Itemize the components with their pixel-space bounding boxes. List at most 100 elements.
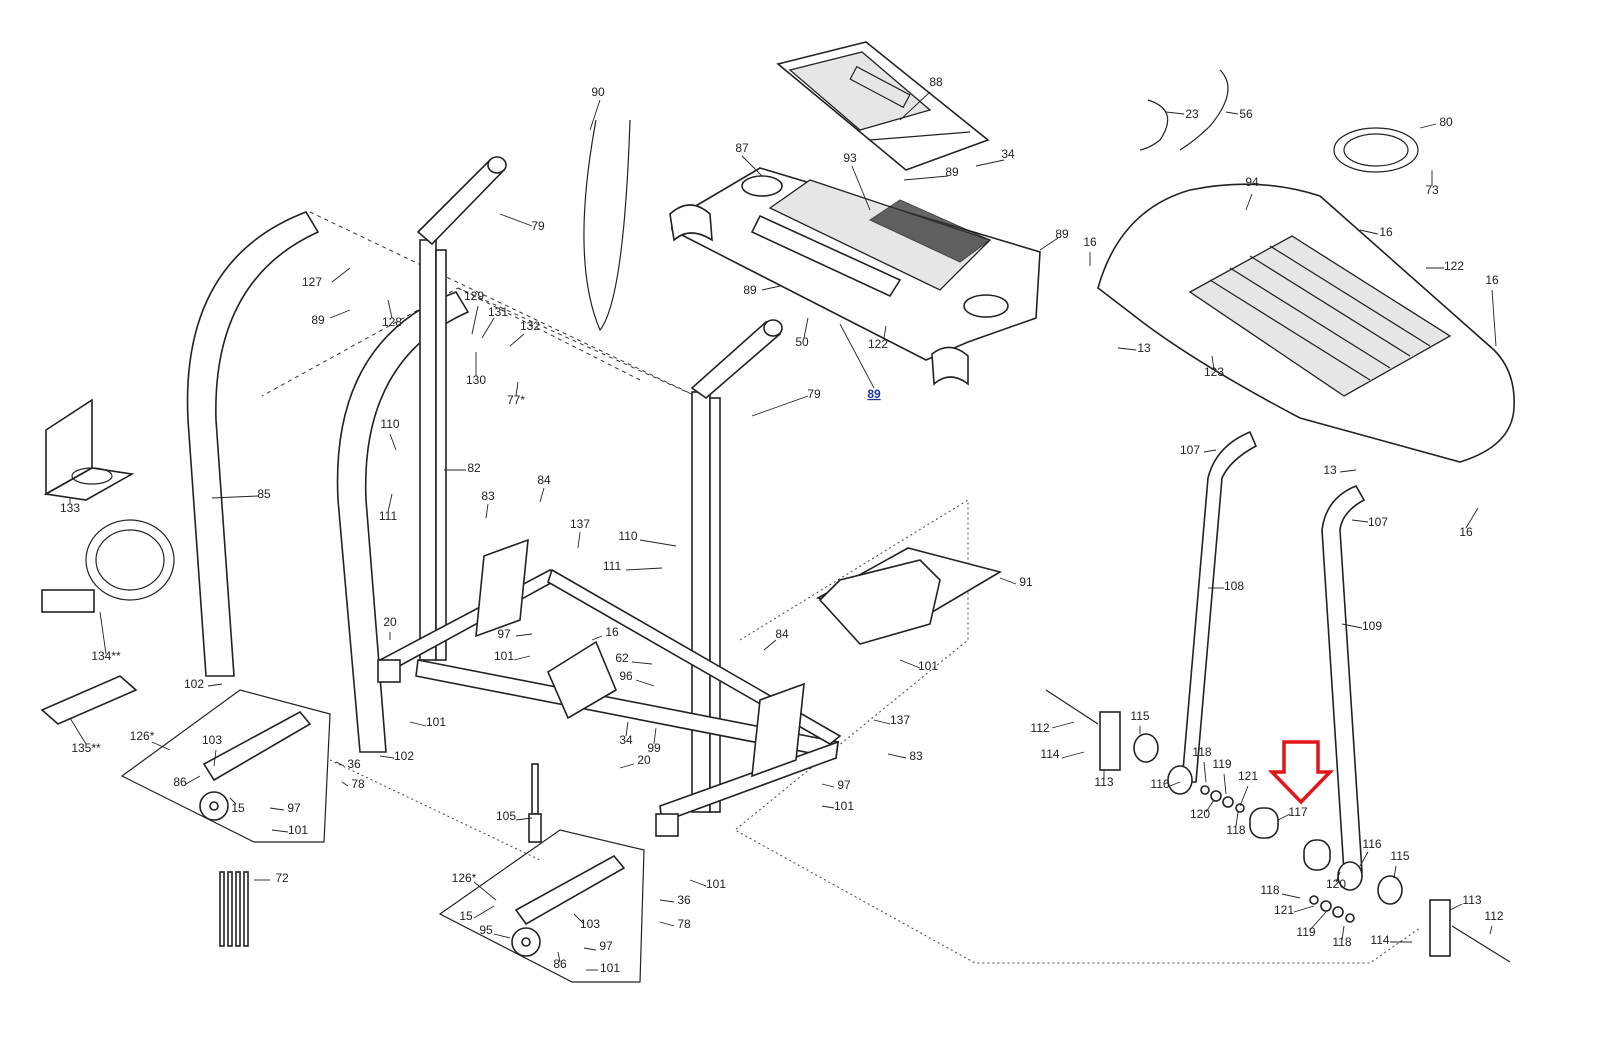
leader-line xyxy=(387,493,393,513)
leader-line xyxy=(1339,469,1357,473)
leader-line xyxy=(229,797,237,805)
part-callout-77star: 77* xyxy=(507,393,525,407)
part-callout-23: 23 xyxy=(1185,107,1199,121)
leader-line xyxy=(335,761,345,767)
leader-line xyxy=(1223,773,1227,795)
part-callout-97: 97 xyxy=(599,939,613,953)
part-callout-107: 107 xyxy=(1180,443,1200,457)
motor-hood xyxy=(1097,183,1515,463)
leader-line xyxy=(741,155,763,177)
part-callout-112: 112 xyxy=(1030,721,1049,735)
leader-line xyxy=(1293,905,1315,913)
leader-line xyxy=(1039,237,1059,251)
leader-line xyxy=(625,567,663,571)
leader-line xyxy=(499,213,533,227)
part-callout-72: 72 xyxy=(275,871,289,885)
leader-line xyxy=(185,775,201,785)
leader-line xyxy=(1203,449,1217,453)
part-callout-73: 73 xyxy=(1425,183,1439,197)
part-callout-97: 97 xyxy=(287,801,301,815)
console-base xyxy=(669,167,1041,386)
leader-line xyxy=(1419,123,1437,129)
part-callout-107: 107 xyxy=(1368,515,1388,529)
leader-line xyxy=(803,317,809,339)
leader-line xyxy=(583,947,597,951)
upright-posts xyxy=(416,156,783,813)
leader-line xyxy=(899,91,931,121)
part-callout-97: 97 xyxy=(837,778,851,792)
part-callout-78: 78 xyxy=(351,777,365,791)
leader-line xyxy=(821,783,835,788)
leader-line xyxy=(1341,925,1345,941)
part-callout-121: 121 xyxy=(1238,769,1258,783)
highlight-arrow xyxy=(1267,740,1335,805)
leader-line xyxy=(1117,347,1137,351)
leader-line xyxy=(873,719,891,725)
part-callout-115: 115 xyxy=(1390,849,1409,863)
part-callout-85: 85 xyxy=(257,487,271,501)
leader-line xyxy=(1335,871,1341,883)
part-callout-133: 133 xyxy=(60,501,80,515)
wheel-assembly-right xyxy=(438,829,645,983)
part-callout-114: 114 xyxy=(1370,933,1389,947)
leader-line xyxy=(473,881,497,901)
part-callout-132: 132 xyxy=(520,319,540,333)
part-callout-112: 112 xyxy=(1484,909,1503,923)
leader-line xyxy=(1465,507,1479,529)
part-callout-91: 91 xyxy=(1019,575,1033,589)
leader-line xyxy=(1239,785,1249,807)
part-callout-116: 116 xyxy=(1150,777,1169,791)
part-callout-50: 50 xyxy=(795,335,809,349)
part-number-labels: 9088348793898989897979127128891291311321… xyxy=(60,75,1504,975)
leader-line xyxy=(69,717,87,745)
part-callout-117: 117 xyxy=(1288,805,1307,819)
part-callout-137: 137 xyxy=(570,517,590,531)
part-callout-88: 88 xyxy=(929,75,943,89)
leader-line xyxy=(151,741,171,751)
part-callout-135starstar: 135** xyxy=(71,741,101,755)
part-callout-34: 34 xyxy=(1001,147,1015,161)
leader-line xyxy=(851,165,871,211)
leader-line xyxy=(631,661,653,665)
leader-line xyxy=(485,503,489,519)
roller-parts-right xyxy=(1303,839,1511,963)
part-callout-116: 116 xyxy=(1362,837,1381,851)
leader-line xyxy=(625,721,629,737)
part-callout-83: 83 xyxy=(481,489,495,503)
part-callout-105: 105 xyxy=(496,809,516,823)
part-callout-99: 99 xyxy=(647,741,661,755)
leader-line xyxy=(1225,111,1239,115)
part-callout-16: 16 xyxy=(1459,525,1473,539)
part-callout-20: 20 xyxy=(637,753,651,767)
leader-line xyxy=(639,539,677,547)
leader-line xyxy=(271,829,289,833)
part-callout-109: 109 xyxy=(1362,619,1382,633)
part-callout-122: 122 xyxy=(1444,259,1464,273)
part-callout-119: 119 xyxy=(1296,925,1315,939)
part-callout-95: 95 xyxy=(479,923,493,937)
part-callout-122: 122 xyxy=(868,337,888,351)
part-callout-83: 83 xyxy=(909,749,923,763)
part-callout-16: 16 xyxy=(1083,235,1097,249)
part-callout-113: 113 xyxy=(1094,775,1113,789)
part-callout-96: 96 xyxy=(619,669,633,683)
part-callout-103: 103 xyxy=(580,917,600,931)
leader-line xyxy=(839,323,875,389)
part-callout-16: 16 xyxy=(605,625,619,639)
leader-line xyxy=(409,721,427,727)
leader-line xyxy=(659,899,675,903)
leader-line xyxy=(211,495,259,499)
part-callout-101: 101 xyxy=(600,961,620,975)
leader-line xyxy=(635,679,655,687)
part-callout-114: 114 xyxy=(1040,747,1059,761)
part-callout-126star: 126* xyxy=(452,871,477,885)
leader-line xyxy=(473,905,495,919)
part-callout-118: 118 xyxy=(1260,883,1279,897)
part-callout-13: 13 xyxy=(1137,341,1151,355)
base-frame xyxy=(377,538,842,843)
leader-line xyxy=(379,755,395,759)
part-callout-131: 131 xyxy=(488,305,508,319)
part-callout-86: 86 xyxy=(553,957,567,971)
